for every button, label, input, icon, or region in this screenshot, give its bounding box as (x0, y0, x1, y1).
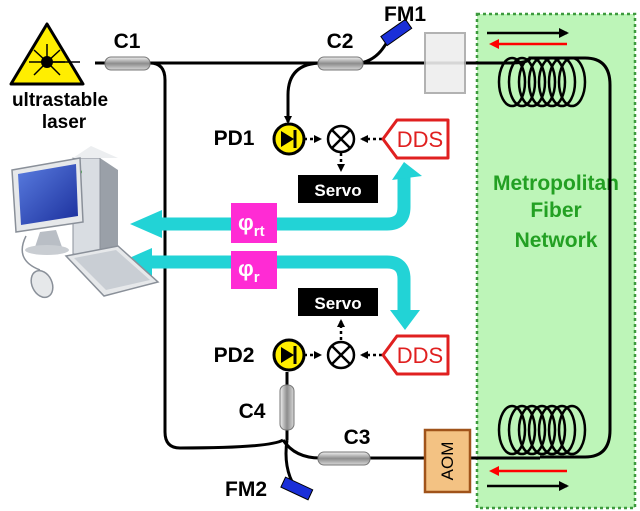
dds-lower-label: DDS (397, 343, 443, 368)
fiber-c2-to-pd1 (284, 61, 323, 124)
laser-label-line2: laser (42, 112, 87, 133)
svg-text:φrt: φrt (238, 210, 265, 240)
data-arrow-upper-head-right (392, 162, 422, 180)
phase-box-rt: φrt (231, 203, 277, 243)
coupler-c1-label: C1 (114, 30, 141, 53)
coupler-c3-label: C3 (344, 426, 371, 449)
coupler-c1 (104, 56, 151, 71)
dds-upper-label: DDS (397, 127, 443, 152)
computer-icon (11, 146, 160, 299)
phase-rt-main: φ (238, 210, 254, 235)
network-label-line1: Metropolitan (493, 172, 619, 195)
coupler-c4 (279, 384, 295, 431)
coupler-c2 (317, 56, 364, 71)
network-label-line2: Fiber (530, 199, 581, 222)
mixer-lower-icon (326, 340, 356, 370)
data-arrow-upper-head-left (130, 210, 162, 238)
phase-rt-sub: rt (254, 223, 265, 240)
phase-r-main: φ (238, 256, 254, 281)
fiber-left-vertical (149, 61, 284, 450)
dds-lower: DDS (381, 334, 450, 376)
coupler-c2-label: C2 (327, 30, 354, 53)
aom: AOM (423, 428, 472, 494)
phase-box-r: φr (231, 251, 277, 289)
aom-label: AOM (438, 442, 457, 481)
faraday-mirror-fm1-label: FM1 (384, 3, 426, 26)
dotted-signal-lines (304, 135, 382, 359)
servo-lower: Servo (298, 288, 378, 316)
network-label-line3: Network (515, 229, 598, 252)
fiber-spool-bottom (497, 404, 587, 456)
faraday-mirror-fm1 (380, 18, 413, 47)
photodiode-pd2 (272, 338, 306, 372)
dds-upper: DDS (381, 118, 450, 160)
servo-lower-label: Servo (314, 294, 361, 313)
direction-arrows-top (487, 28, 569, 49)
photodiode-pd2-label: PD2 (214, 344, 255, 367)
mixer-upper-icon (326, 124, 356, 154)
coupler-c4-label: C4 (239, 400, 266, 423)
fiber-c2-to-fm1 (359, 39, 390, 65)
faraday-mirror-fm2 (280, 476, 314, 501)
partial-mirror-box (424, 32, 466, 94)
data-arrow-upper (160, 175, 411, 231)
coupler-c3 (317, 451, 371, 466)
svg-text:φr: φr (238, 256, 260, 286)
servo-upper-label: Servo (314, 181, 361, 200)
data-arrow-lower-head-down (390, 310, 420, 330)
laser-hazard-icon (9, 22, 85, 86)
direction-arrows-bottom (487, 466, 569, 491)
data-arrow-lower (150, 255, 411, 316)
photodiode-pd1-label: PD1 (214, 127, 255, 150)
laser-label-line1: ultrastable (12, 90, 108, 111)
photodiode-pd1 (272, 122, 306, 156)
phase-r-sub: r (254, 269, 260, 286)
faraday-mirror-fm2-label: FM2 (225, 478, 267, 501)
servo-upper: Servo (298, 175, 378, 203)
fiber-spool-top (497, 56, 587, 108)
